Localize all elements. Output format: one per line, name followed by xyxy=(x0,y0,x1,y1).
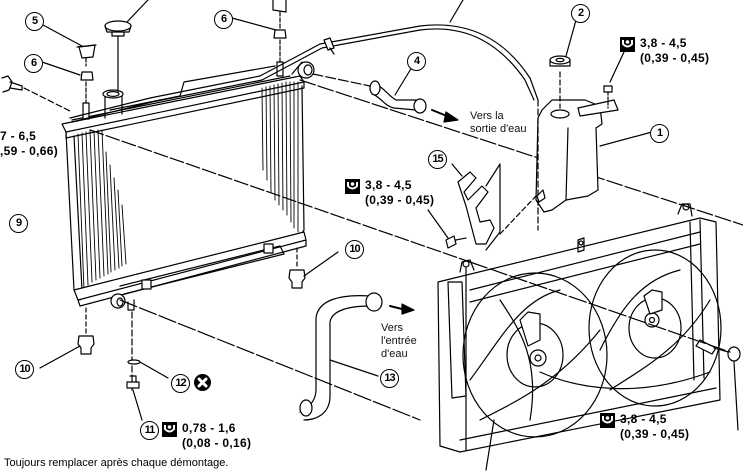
callout-2: 2 xyxy=(571,4,590,23)
replace-note-text: Toujours remplacer après chaque démontag… xyxy=(4,457,229,469)
callout-11: 11 xyxy=(140,421,159,440)
assembly-line xyxy=(299,79,743,226)
fan-left xyxy=(462,272,608,438)
torque-wrench-icon xyxy=(600,413,615,428)
part-5-cap xyxy=(42,24,97,67)
part-6-grommet-left xyxy=(41,61,94,120)
torque-wrench-icon xyxy=(620,37,635,52)
torque-value-kgm: (0,39 - 0,45) xyxy=(640,51,710,65)
torque-value-nm: 3,8 - 4,5 xyxy=(365,178,412,192)
fan-shroud xyxy=(437,203,741,471)
callout-5: 5 xyxy=(25,12,44,31)
radiator-core-fins xyxy=(77,129,127,291)
label-inlet: Vers l'entrée d'eau xyxy=(381,322,417,361)
label-outlet-line1: Vers la xyxy=(470,110,504,122)
radiator-cap xyxy=(104,0,149,93)
callout-10-right: 10 xyxy=(345,240,364,259)
radiator-mount-bolt xyxy=(1,75,73,113)
part-6-grommet-right xyxy=(231,0,287,77)
torque-value-nm: 0,78 - 1,6 xyxy=(182,421,236,435)
rubber-mount-10-left xyxy=(39,307,95,369)
callout-12: 12 xyxy=(171,374,190,393)
reservoir-hose xyxy=(69,0,539,123)
rubber-mount-10-right xyxy=(288,247,339,289)
torque-value-nm: 7 - 6,5 xyxy=(0,129,37,143)
torque-value-kgm: (0,39 - 0,45) xyxy=(365,193,435,207)
torque-value-kgm: ,59 - 0,66) xyxy=(0,144,58,158)
callout-15: 15 xyxy=(428,150,447,169)
assembly-line xyxy=(89,129,471,263)
callout-10-left: 10 xyxy=(15,360,34,379)
label-inlet-line3: d'eau xyxy=(381,348,408,360)
replace-always-icon xyxy=(194,374,211,391)
callout-9: 9 xyxy=(9,214,28,233)
outlet-arrow xyxy=(431,109,459,123)
inlet-arrow xyxy=(389,303,415,315)
drain-plug-assembly xyxy=(126,311,169,421)
callout-6-right: 6 xyxy=(214,10,233,29)
torque-value-kgm: (0,08 - 0,16) xyxy=(182,436,252,450)
torque-value-nm: 3,8 - 4,5 xyxy=(640,36,687,50)
reservoir-tank xyxy=(535,19,653,231)
replace-note: Toujours remplacer après chaque démontag… xyxy=(4,457,228,469)
fan-right xyxy=(588,249,722,407)
label-inlet-line2: l'entrée xyxy=(381,335,417,347)
torque-value-kgm: (0,39 - 0,45) xyxy=(620,427,690,441)
label-outlet-line2: sortie d'eau xyxy=(470,123,527,135)
callout-4: 4 xyxy=(407,52,426,71)
label-inlet-line1: Vers xyxy=(381,322,404,334)
callout-6-left: 6 xyxy=(24,54,43,73)
callout-1: 1 xyxy=(650,124,669,143)
torque-wrench-icon xyxy=(345,179,360,194)
torque-wrench-icon xyxy=(162,422,177,437)
lower-hose xyxy=(299,292,383,421)
label-outlet: Vers la sortie d'eau xyxy=(470,110,527,136)
torque-value-nm: 3,8 - 4,5 xyxy=(620,412,667,426)
upper-hose xyxy=(312,66,427,114)
radiator xyxy=(61,61,315,311)
assembly-line xyxy=(119,299,421,421)
bracket-15 xyxy=(427,163,537,251)
callout-13: 13 xyxy=(380,369,399,388)
